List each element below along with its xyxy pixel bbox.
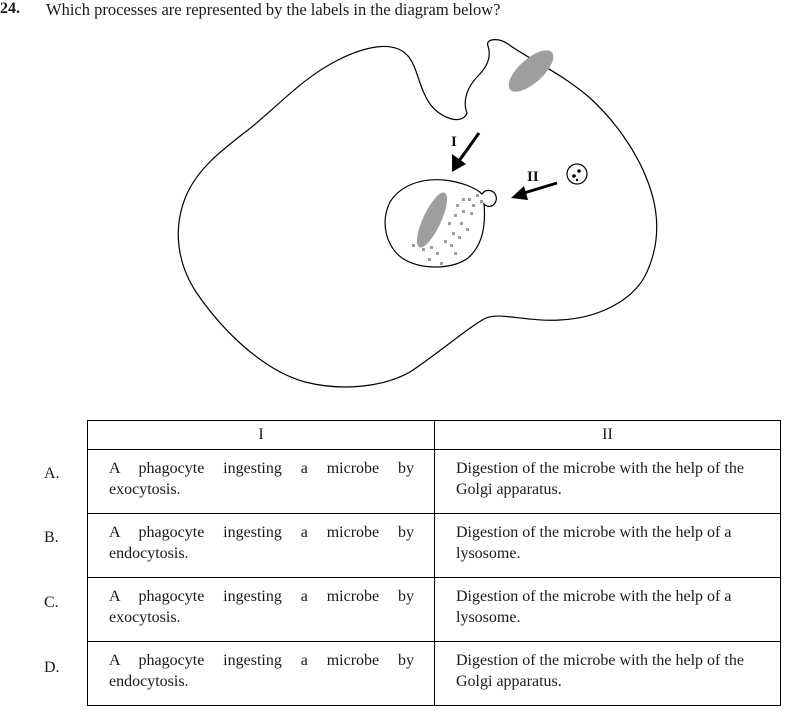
option-d-process-one: A phagocyte ingesting a microbe by endoc… [87, 641, 435, 706]
table-header-row: I II [87, 420, 781, 450]
table-row: A phagocyte ingesting a microbe by exocy… [87, 449, 781, 514]
arrow-two [511, 181, 558, 200]
option-a-process-two: Digestion of the microbe with the help o… [434, 449, 781, 514]
column-header-one: I [87, 420, 435, 450]
answer-table: I II A phagocyte ingesting a microbe by … [87, 420, 781, 706]
question-text: Which processes are represented by the l… [46, 0, 501, 19]
lysosome-vesicle [566, 163, 588, 185]
phagocyte-diagram: I II [177, 39, 658, 388]
microbe-outside [508, 50, 554, 92]
option-letter-c: C. [44, 594, 59, 611]
phagosome [384, 179, 497, 268]
label-one: I [451, 134, 457, 150]
enzyme-dots [412, 194, 483, 265]
label-two: II [527, 169, 539, 185]
option-letter-a: A. [44, 465, 60, 482]
question-number: 24. [0, 0, 20, 17]
option-letter-d: D. [44, 659, 60, 676]
table-row: A phagocyte ingesting a microbe by endoc… [87, 641, 781, 706]
option-b-process-two: Digestion of the microbe with the help o… [434, 513, 781, 578]
option-d-process-two: Digestion of the microbe with the help o… [434, 641, 781, 706]
option-letter-b: B. [44, 529, 59, 546]
table-row: A phagocyte ingesting a microbe by endoc… [87, 513, 781, 578]
arrow-one [452, 132, 481, 172]
microbe-engulfed [416, 192, 448, 248]
option-a-process-one: A phagocyte ingesting a microbe by exocy… [87, 449, 435, 514]
table-row: A phagocyte ingesting a microbe by exocy… [87, 577, 781, 642]
option-c-process-two: Digestion of the microbe with the help o… [434, 577, 781, 642]
column-header-two: II [434, 420, 781, 450]
cell-membrane [177, 39, 658, 388]
option-b-process-one: A phagocyte ingesting a microbe by endoc… [87, 513, 435, 578]
option-c-process-one: A phagocyte ingesting a microbe by exocy… [87, 577, 435, 642]
